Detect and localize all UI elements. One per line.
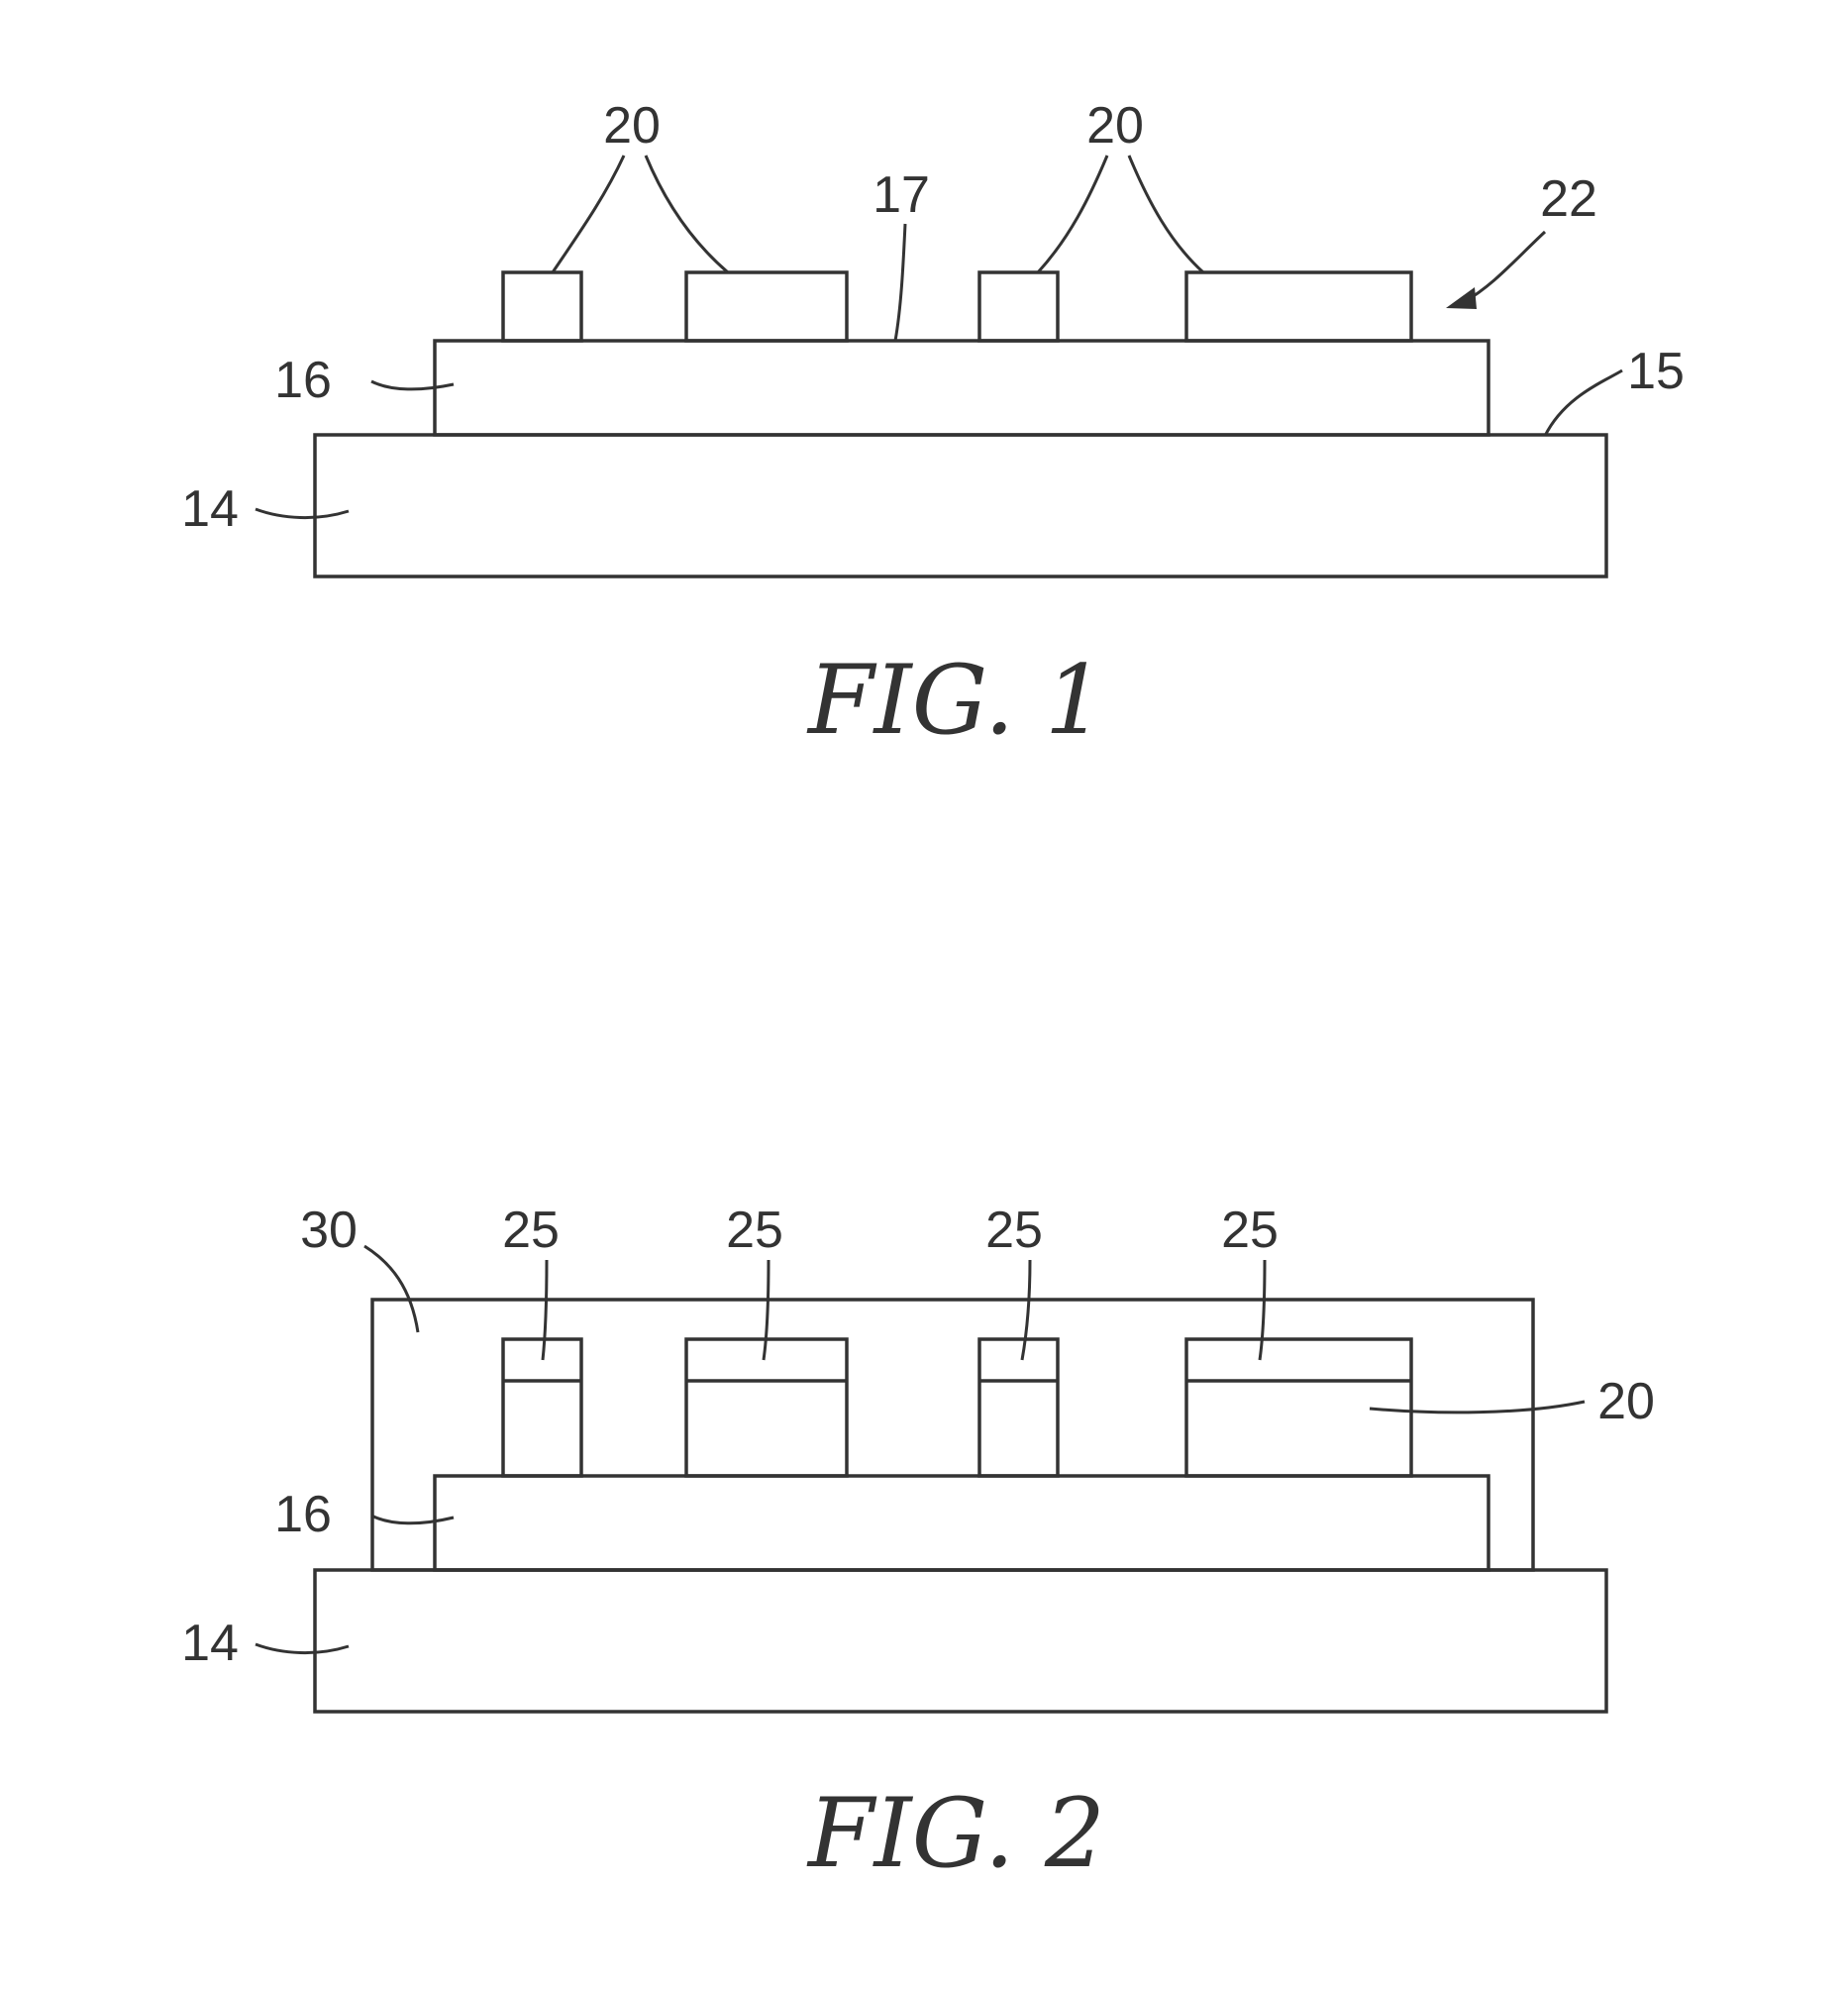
ref-label-17: 17 — [873, 166, 930, 224]
ref-label-22: 22 — [1540, 170, 1597, 228]
ref-label-25-a: 25 — [502, 1202, 560, 1259]
ref-label-20-a: 20 — [603, 97, 661, 155]
leader-20b-right — [1129, 156, 1203, 272]
element-20-3 — [979, 272, 1058, 341]
leader-22 — [1464, 232, 1545, 302]
layer-16 — [435, 341, 1489, 435]
leader-15 — [1545, 370, 1622, 436]
leader-14 — [256, 509, 349, 518]
leader-25-4 — [1260, 1260, 1265, 1360]
leader-20a-right — [646, 156, 728, 272]
ref-label-25-c: 25 — [985, 1202, 1043, 1259]
layer-16 — [435, 1476, 1489, 1570]
leader-17 — [895, 224, 905, 341]
substrate-14 — [315, 1570, 1606, 1712]
ref-label-25-d: 25 — [1221, 1202, 1279, 1259]
substrate-14 — [315, 435, 1606, 576]
figure-1: 20 20 17 22 16 15 14 FIG. 1 — [181, 97, 1685, 756]
leader-20a-left — [553, 156, 624, 272]
leader-14 — [256, 1644, 349, 1653]
ref-label-30: 30 — [300, 1202, 358, 1259]
ref-label-15: 15 — [1627, 343, 1685, 400]
figure-1-caption: FIG. 1 — [806, 645, 1105, 756]
element-20-4 — [1186, 272, 1411, 341]
ref-label-20-b: 20 — [1086, 97, 1144, 155]
leader-20 — [1370, 1402, 1585, 1413]
leader-25-2 — [764, 1260, 769, 1360]
leader-16 — [371, 381, 454, 389]
element-20-1 — [503, 272, 581, 341]
leader-16 — [371, 1516, 454, 1523]
element-20-4 — [1186, 1339, 1411, 1476]
ref-label-14: 14 — [181, 1615, 239, 1672]
ref-label-25-b: 25 — [726, 1202, 783, 1259]
leader-20b-left — [1038, 156, 1107, 272]
ref-label-16: 16 — [274, 352, 332, 409]
ref-label-16: 16 — [274, 1486, 332, 1543]
figure-2: 30 25 25 25 25 20 16 14 FIG. 2 — [181, 1202, 1655, 1889]
element-20-2 — [686, 272, 847, 341]
figure-2-caption: FIG. 2 — [806, 1778, 1105, 1889]
leader-25-1 — [543, 1260, 547, 1360]
ref-label-14: 14 — [181, 480, 239, 538]
leader-25-3 — [1022, 1260, 1030, 1360]
element-20-3 — [979, 1339, 1058, 1476]
arrowhead-22 — [1446, 287, 1477, 309]
element-20-2 — [686, 1339, 847, 1476]
ref-label-20: 20 — [1597, 1373, 1655, 1430]
